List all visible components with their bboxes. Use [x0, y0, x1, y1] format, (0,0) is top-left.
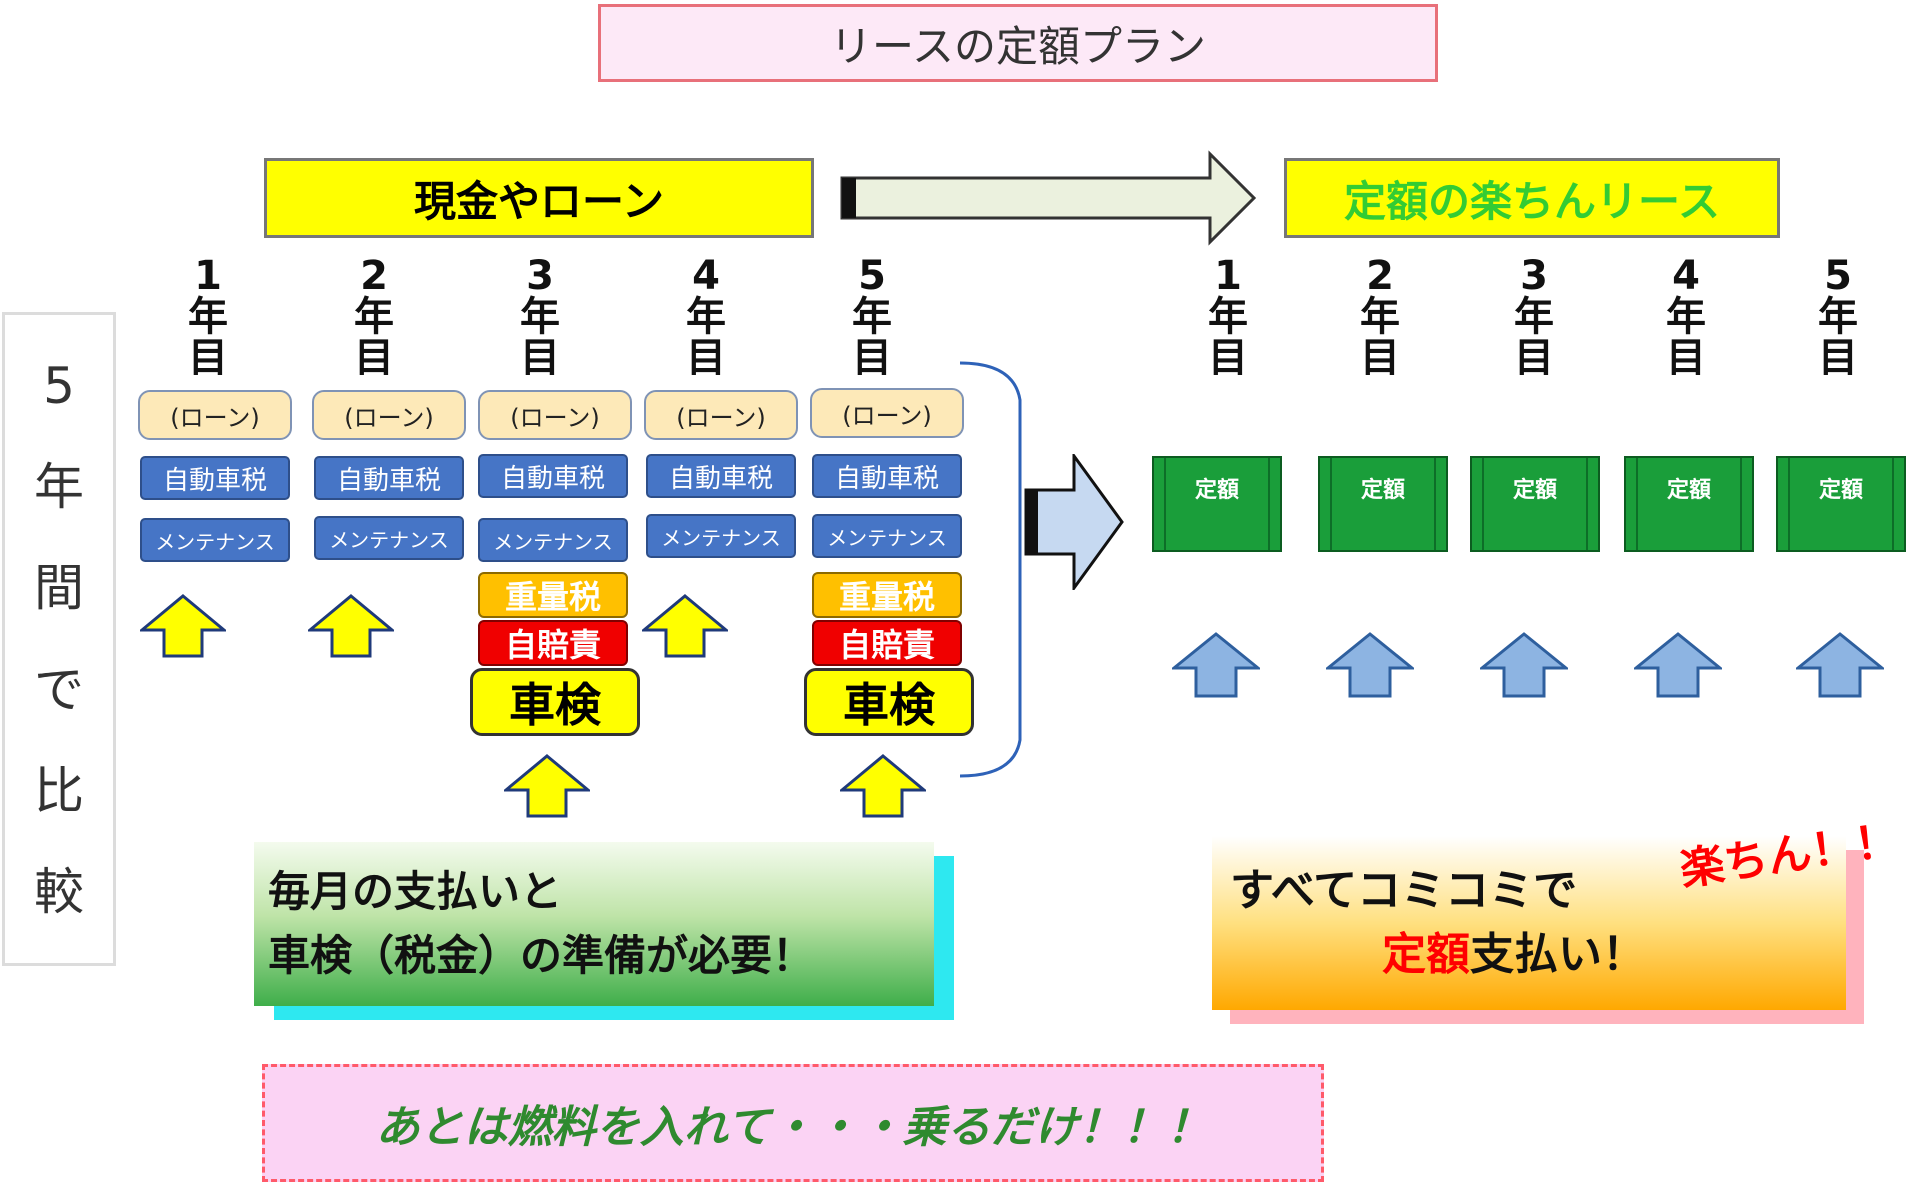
side-label-char: で	[34, 660, 84, 719]
message-line: 定額支払い！	[1382, 918, 1646, 982]
fixed-label: 定額	[1360, 478, 1405, 503]
maintenance-pill: メンテナンス	[812, 514, 962, 558]
fixed-payment-block: 定額	[1776, 456, 1906, 552]
blue-up-arrow-icon	[1326, 632, 1414, 698]
auto-tax-pill: 自動車税	[478, 454, 628, 498]
fixed-label: 定額	[1818, 478, 1863, 503]
all-inclusive-message: すべてコミコミで 定額支払い！	[1212, 836, 1846, 1010]
side-label-char: 比	[34, 761, 84, 820]
side-label-char: 5	[43, 356, 75, 415]
monthly-payment-message: 毎月の支払いと 車検（税金）の準備が必要！	[254, 842, 934, 1006]
yellow-up-arrow-icon	[840, 754, 926, 818]
auto-tax-pill: 自動車税	[314, 456, 464, 500]
yellow-up-arrow-icon	[308, 594, 394, 658]
blue-up-arrow-icon	[1796, 632, 1884, 698]
message-line: 毎月の支払いと	[268, 867, 563, 916]
loan-bubble: (ローン)	[478, 390, 632, 440]
fixed-label: 定額	[1512, 478, 1557, 503]
side-label-char: 間	[34, 559, 84, 618]
fixed-payment-block: 定額	[1318, 456, 1448, 552]
side-label-char: 較	[34, 863, 84, 922]
fuel-message: あとは燃料を入れて・・・乗るだけ！！！	[262, 1064, 1324, 1182]
maintenance-pill: メンテナンス	[646, 514, 796, 558]
maintenance-pill: メンテナンス	[314, 516, 464, 560]
loan-bubble: (ローン)	[810, 388, 964, 438]
fixed-payment-block: 定額	[1470, 456, 1600, 552]
blue-up-arrow-icon	[1634, 632, 1722, 698]
blue-up-arrow-icon	[1480, 632, 1568, 698]
loan-bubble: (ローン)	[312, 390, 466, 440]
weight-tax-pill: 重量税	[478, 572, 628, 618]
fixed-word: 定額	[1382, 929, 1470, 980]
blue-up-arrow-icon	[1172, 632, 1260, 698]
fixed-label: 定額	[1194, 478, 1239, 503]
right-arrow-icon	[1024, 454, 1124, 590]
insurance-pill: 自賠責	[812, 620, 962, 666]
weight-tax-pill: 重量税	[812, 572, 962, 618]
auto-tax-pill: 自動車税	[140, 456, 290, 500]
fixed-payment-block: 定額	[1152, 456, 1282, 552]
fixed-payment-block: 定額	[1624, 456, 1754, 552]
transition-arrow-icon	[840, 150, 1257, 246]
page-title: リースの定額プラン	[598, 4, 1438, 82]
lease-banner: 定額の楽ちんリース	[1284, 158, 1780, 238]
side-label-char: 年	[34, 457, 84, 516]
cash-loan-banner: 現金やローン	[264, 158, 814, 238]
auto-tax-pill: 自動車税	[646, 454, 796, 498]
bracket-icon	[959, 361, 1022, 778]
maintenance-pill: メンテナンス	[140, 518, 290, 562]
yellow-up-arrow-icon	[642, 594, 728, 658]
message-line: すべてコミコミで	[1230, 865, 1578, 916]
yellow-up-arrow-icon	[504, 754, 590, 818]
payment-word: 支払い！	[1470, 929, 1646, 980]
auto-tax-pill: 自動車税	[812, 454, 962, 498]
insurance-pill: 自賠責	[478, 620, 628, 666]
loan-bubble: (ローン)	[644, 390, 798, 440]
message-line: 車検（税金）の準備が必要！	[268, 931, 815, 980]
loan-bubble: (ローン)	[138, 390, 292, 440]
yellow-up-arrow-icon	[140, 594, 226, 658]
inspection-pill: 車検	[804, 668, 974, 736]
maintenance-pill: メンテナンス	[478, 518, 628, 562]
fixed-label: 定額	[1666, 478, 1711, 503]
side-label-box: 5 年 間 で 比 較	[2, 312, 116, 966]
inspection-pill: 車検	[470, 668, 640, 736]
